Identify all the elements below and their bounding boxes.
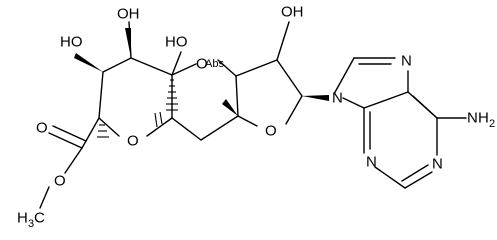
atom-o-ring-top: O <box>196 56 208 73</box>
atom-oh-top-left: HO <box>60 34 83 51</box>
atom-labels: HO OH HO O Abs OH O O O O H 3 C N N N N … <box>17 4 495 231</box>
atom-oh-top-mid: OH <box>117 6 140 23</box>
atom-nh2-n: N <box>467 110 478 127</box>
atom-o-ring-left: O <box>127 133 139 150</box>
bonds-adenine <box>333 57 467 189</box>
atom-o-furan: O <box>265 123 277 140</box>
atom-oh-furanose: OH <box>281 4 304 21</box>
atom-methyl-h: H <box>17 210 28 227</box>
atom-methyl-c: C <box>34 210 45 227</box>
atom-n1: N <box>432 156 443 173</box>
bonds-furanose <box>235 21 303 127</box>
atom-n7: N <box>401 53 412 70</box>
atom-n3: N <box>366 154 377 171</box>
stereo-wedges <box>74 28 329 116</box>
bonds-pyran-middle <box>171 59 239 141</box>
atom-nh2-h: H <box>478 110 489 127</box>
atom-o-ester-carbonyl: O <box>36 120 48 137</box>
bonds-ester <box>39 117 100 209</box>
atom-oh-center: HO <box>165 34 188 51</box>
atom-o-ester: O <box>54 173 66 190</box>
stereo-hashes <box>97 79 178 138</box>
atom-nh2-sub: 2 <box>489 118 495 130</box>
atom-methyl-sub: 3 <box>28 218 34 230</box>
molecule-structure: HO OH HO O Abs OH O O O O H 3 C N N N N … <box>17 4 495 231</box>
atom-n9: N <box>332 90 343 107</box>
abs-stereo-label: Abs <box>205 58 224 70</box>
